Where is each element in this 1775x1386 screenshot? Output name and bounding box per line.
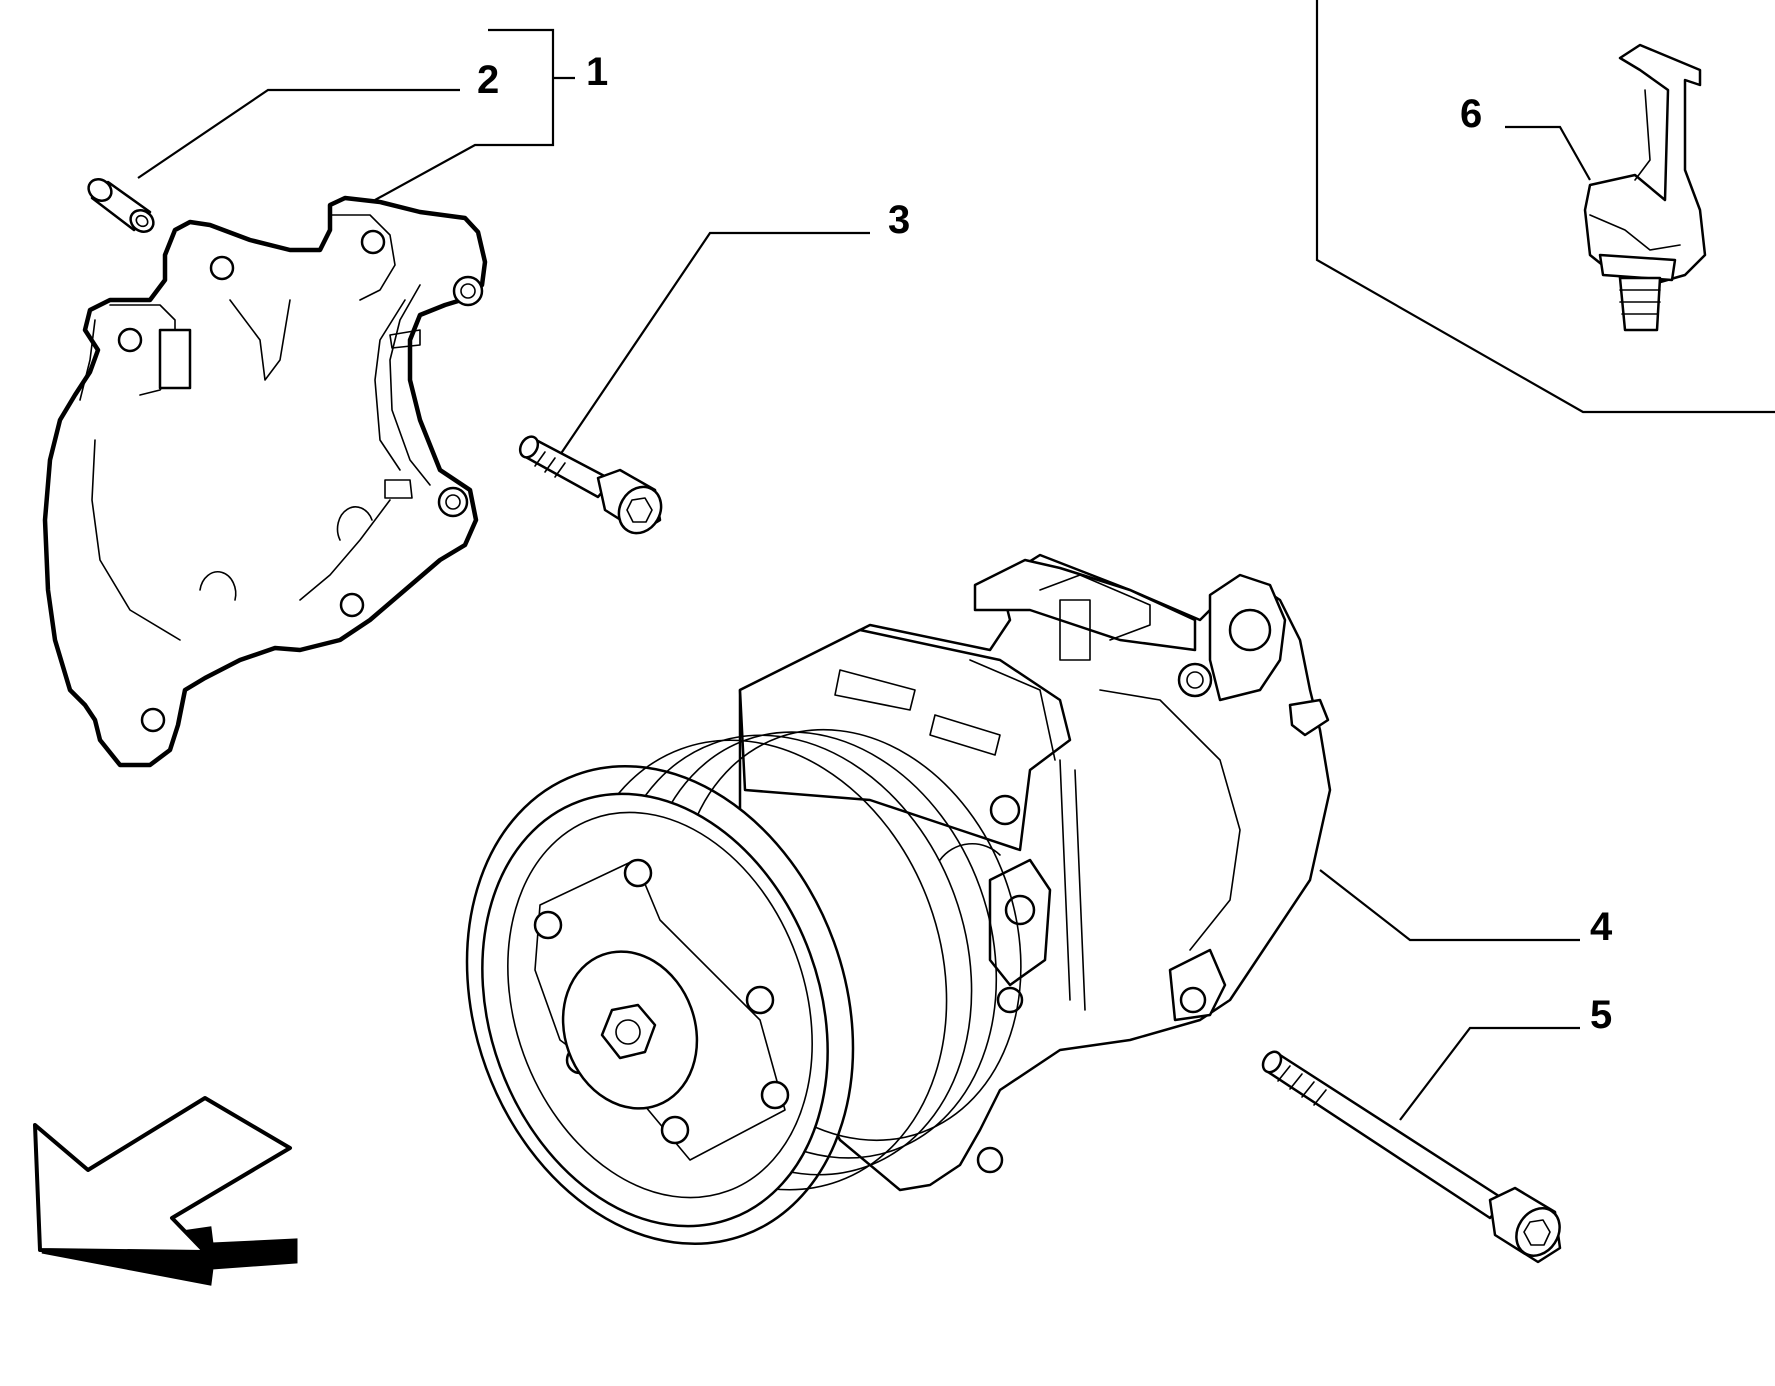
callout-1: 1 (586, 50, 609, 94)
inset-frame (1315, 0, 1775, 414)
callout-4: 4 (1590, 905, 1613, 949)
bolt-part (518, 435, 663, 535)
front-arrow-icon (33, 1096, 298, 1286)
callout-6: 6 (1460, 92, 1483, 136)
callout-2: 2 (477, 58, 500, 102)
callout-3: 3 (888, 198, 911, 242)
mounting-bracket-part (42, 195, 488, 768)
hose-clip-part (1583, 43, 1707, 332)
bushing-part (87, 178, 155, 233)
ac-compressor-part (465, 553, 1332, 1246)
long-bolt-part (1261, 1050, 1562, 1264)
callout-5: 5 (1590, 993, 1613, 1037)
leader-lines (137, 28, 1591, 1121)
